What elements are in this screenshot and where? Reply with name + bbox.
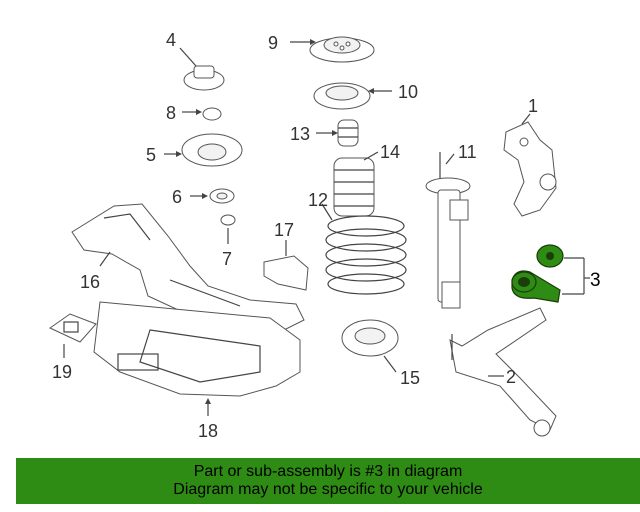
callout-17: 17 <box>274 220 294 240</box>
callout-12: 12 <box>308 190 328 210</box>
callout-16: 16 <box>80 272 100 292</box>
part-control-arm-2[interactable] <box>449 307 557 437</box>
part-spring-pad-15[interactable] <box>341 319 399 357</box>
banner-line-1: Part or sub-assembly is #3 in diagram <box>193 463 463 480</box>
callout-4: 4 <box>166 30 176 50</box>
callout-5: 5 <box>146 145 156 165</box>
part-spring-seat-10[interactable] <box>313 82 371 110</box>
part-knuckle-1[interactable] <box>503 121 557 217</box>
callout-19: 19 <box>52 362 72 382</box>
part-dust-boot-14[interactable] <box>333 157 375 217</box>
part-washer-6[interactable] <box>209 188 235 204</box>
part-upper-mount-9[interactable] <box>309 36 375 63</box>
callout-18: 18 <box>198 421 218 441</box>
callout-15: 15 <box>400 368 420 388</box>
part-mount-plate-5[interactable] <box>181 133 243 167</box>
callout-10: 10 <box>398 82 418 102</box>
callout-7: 7 <box>222 249 232 269</box>
part-cap-8[interactable] <box>202 107 222 121</box>
parts-diagram: 9 10 13 14 12 15 <box>49 30 601 441</box>
part-mount-4[interactable] <box>183 65 225 91</box>
part-subframe-16[interactable] <box>71 203 305 331</box>
part-nut-7[interactable] <box>220 214 236 226</box>
part-bump-stop-13[interactable] <box>337 119 359 147</box>
callout-2: 2 <box>506 367 516 387</box>
callout-11: 11 <box>458 142 477 162</box>
callout-9: 9 <box>268 33 278 53</box>
callout-13: 13 <box>290 124 310 144</box>
callout-1: 1 <box>528 96 538 116</box>
callout-8: 8 <box>166 103 176 123</box>
callout-14: 14 <box>380 142 400 162</box>
part-coil-spring-12[interactable] <box>325 215 407 295</box>
info-banner: Part or sub-assembly is #3 in diagram Di… <box>16 458 640 504</box>
part-strut-11[interactable] <box>425 152 471 309</box>
part-bracket-17[interactable] <box>263 255 309 291</box>
callout-3: 3 <box>590 270 601 291</box>
part-shield-18[interactable] <box>93 301 301 397</box>
callout-6: 6 <box>172 187 182 207</box>
banner-line-2: Diagram may not be specific to your vehi… <box>173 481 483 498</box>
part-plate-19[interactable] <box>49 313 97 343</box>
part-bushing-3-highlighted[interactable] <box>511 244 564 303</box>
